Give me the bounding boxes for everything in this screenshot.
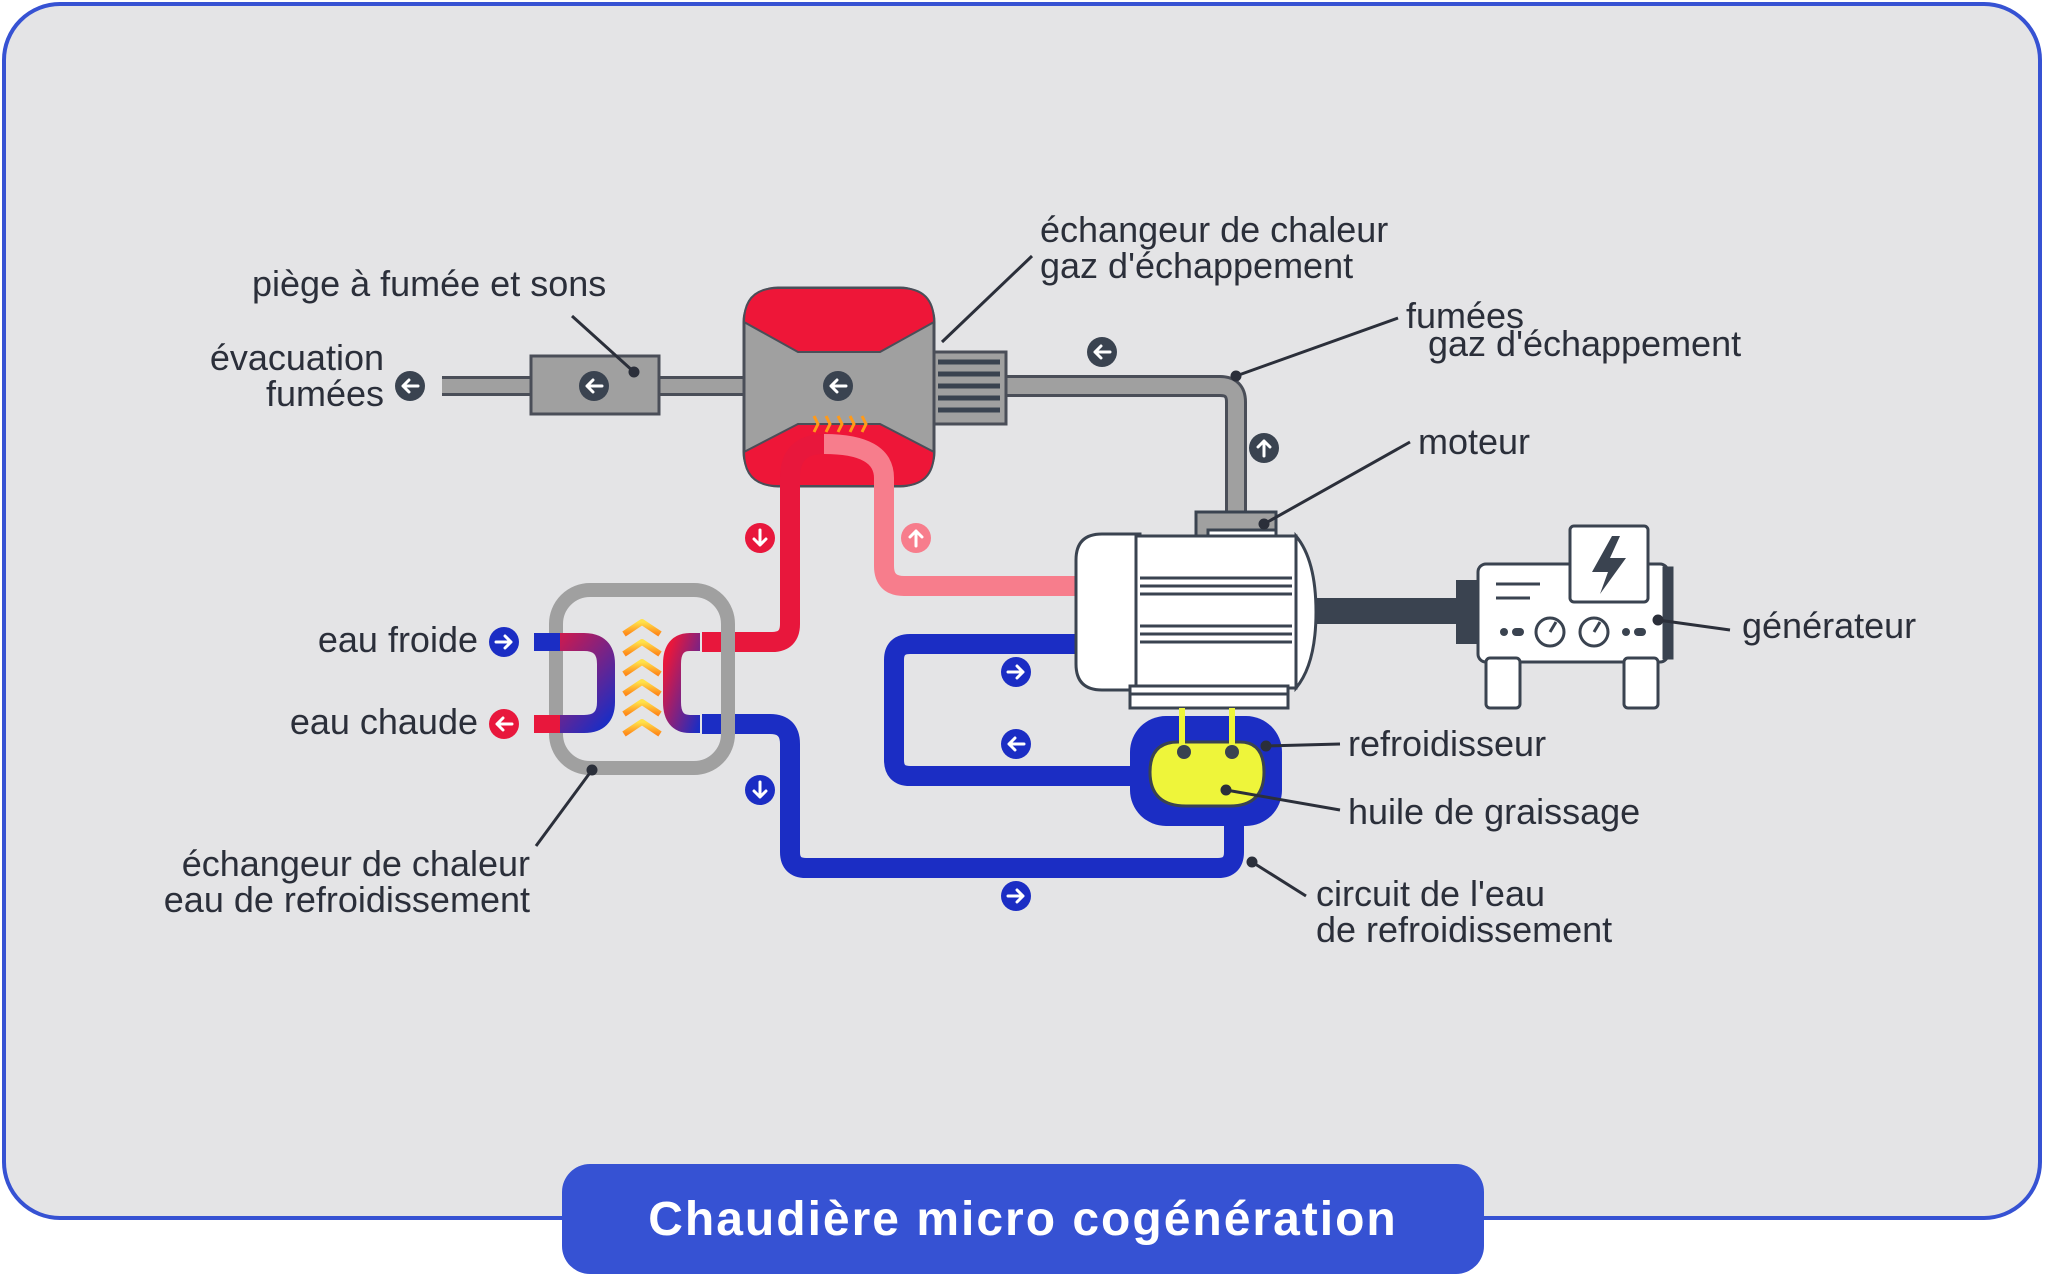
label-echangeur-gaz-line2: gaz d'échappement [1040, 245, 1354, 286]
arrow-circle-icon [489, 627, 519, 657]
warm-water-pipe [823, 434, 1080, 596]
lightning-icon [1592, 536, 1626, 594]
arrow-circle-icon [489, 709, 519, 739]
drive-shaft [1316, 598, 1462, 624]
arrow-circle-icon [745, 523, 775, 553]
label-fumees-line1: fumées [1406, 295, 1525, 336]
arrow-circle-icon [1225, 745, 1239, 759]
label-fumees-line2: gaz d'échappement [1428, 323, 1742, 364]
diagram-frame [2, 2, 2042, 1220]
label-circuit: circuit de l'eau de refroidissement [1316, 876, 1612, 948]
arrow-circle-icon [395, 371, 425, 401]
flow-arrows [395, 337, 1279, 911]
label-evacuation-line1: évacuation [209, 337, 384, 378]
cold-water-return-pipe [702, 714, 1244, 878]
motor-cooling-pipe [884, 634, 1140, 786]
label-echangeur-eau: échangeur de chaleur eau de refroidissem… [164, 846, 530, 918]
heat-zigzag-icon [812, 415, 868, 433]
label-refroidisseur: refroidisseur [1348, 723, 1547, 764]
label-echangeur-eau-line2: eau de refroidissement [163, 879, 530, 920]
lubricating-oil [1148, 740, 1266, 808]
motor [1074, 510, 1318, 710]
generator [1476, 524, 1674, 710]
label-evacuation-line2: fumées [265, 373, 384, 414]
arrow-circle-icon [1087, 337, 1117, 367]
label-echangeur-gaz-line1: échangeur de chaleur [1040, 209, 1389, 250]
arrow-circle-icon [1001, 881, 1031, 911]
arrow-circle-icon [745, 775, 775, 805]
label-fumees: fumées gaz d'échappement [1406, 298, 1741, 362]
hot-water-pipe [702, 434, 825, 652]
coupling [1456, 580, 1478, 644]
arrow-circle-icon [579, 371, 609, 401]
callout-lines [534, 254, 1731, 898]
label-eau-chaude: eau chaude [289, 701, 478, 742]
arrow-circle-icon [1177, 745, 1191, 759]
label-huile: huile de graissage [1348, 791, 1641, 832]
label-generateur: générateur [1742, 605, 1917, 646]
label-piege: piège à fumée et sons [252, 263, 607, 304]
arrow-circle-icon [1001, 729, 1031, 759]
arrow-circle-icon [901, 523, 931, 553]
exhaust-pipe [442, 375, 1247, 514]
label-moteur: moteur [1418, 421, 1531, 462]
label-echangeur-eau-line1: échangeur de chaleur [181, 843, 530, 884]
label-eau-froide: eau froide [317, 619, 478, 660]
heat-zigzag-icon [622, 619, 662, 737]
indicator-dots [1500, 628, 1646, 636]
exhaust-heat-exchanger-fins [928, 350, 1008, 426]
gauge-icon [1534, 616, 1610, 648]
arrow-circle-icon [1001, 657, 1031, 687]
arrow-circle-icon [1249, 433, 1279, 463]
arrow-circle-icon [823, 371, 853, 401]
label-circuit-line1: circuit de l'eau [1316, 873, 1545, 914]
label-circuit-line2: de refroidissement [1316, 909, 1613, 950]
title-banner: Chaudière micro cogénération [562, 1164, 1484, 1274]
water-heat-exchanger [534, 583, 735, 775]
label-evacuation: évacuation fumées [210, 340, 384, 412]
label-echangeur-gaz: échangeur de chaleur gaz d'échappement [1040, 212, 1388, 284]
